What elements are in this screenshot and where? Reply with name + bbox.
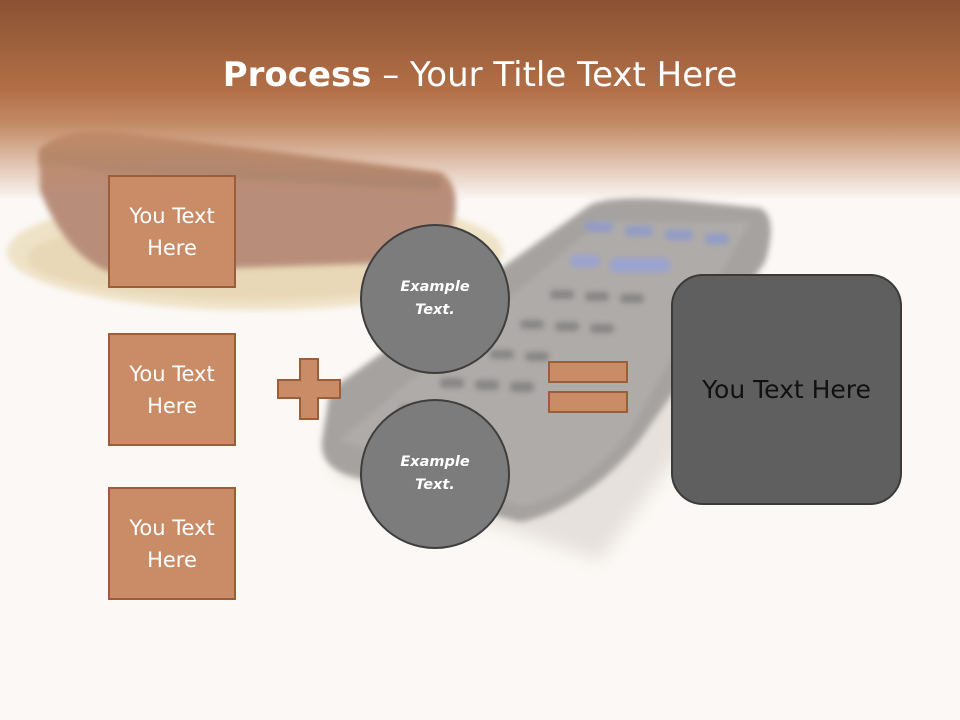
example-circle-2: Example Text. xyxy=(360,399,510,549)
plus-icon xyxy=(277,358,341,420)
input-box-1-text: You Text Here xyxy=(129,203,215,260)
title-rest: – Your Title Text Here xyxy=(371,55,738,95)
input-box-3: You Text Here xyxy=(108,487,236,600)
input-box-3-text: You Text Here xyxy=(129,515,215,572)
result-box: You Text Here xyxy=(671,274,902,505)
example-circle-1: Example Text. xyxy=(360,224,510,374)
title-bold: Process xyxy=(222,55,372,95)
result-box-text: You Text Here xyxy=(702,374,871,404)
slide-title: Process – Your Title Text Here xyxy=(0,52,960,98)
input-box-1: You Text Here xyxy=(108,175,236,288)
input-box-2: You Text Here xyxy=(108,333,236,446)
input-box-2-text: You Text Here xyxy=(129,361,215,418)
header-band xyxy=(0,0,960,200)
example-circle-2-text: Example Text. xyxy=(400,454,470,493)
example-circle-1-text: Example Text. xyxy=(400,279,470,318)
equals-icon xyxy=(548,361,628,413)
